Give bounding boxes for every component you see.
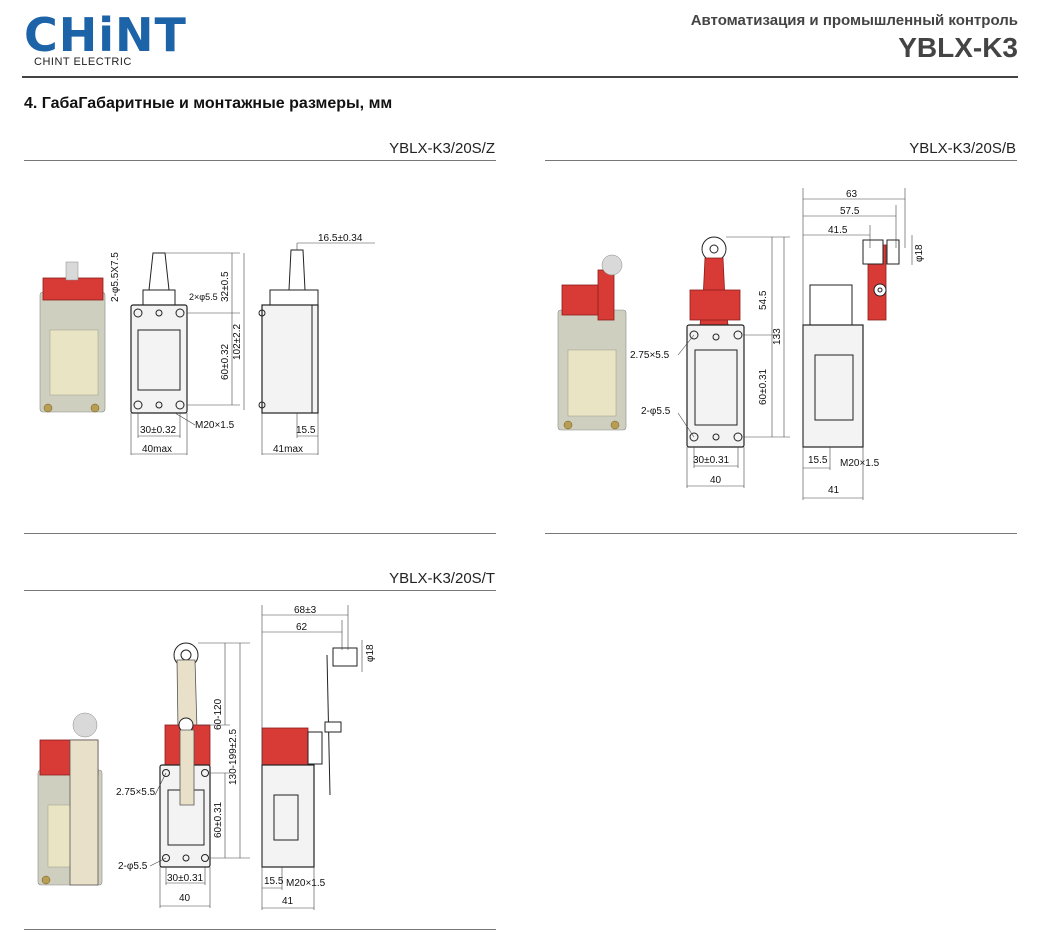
panel-b-front-view	[677, 236, 790, 488]
panel-z-thread: M20×1.5	[195, 420, 235, 431]
panel-z-label: YBLX-K3/20S/Z	[389, 140, 495, 157]
panel-z-plunger-offset: 16.5±0.34	[318, 233, 363, 244]
panel-b-d133: 133	[772, 328, 783, 345]
panel-b-top-rule	[545, 160, 1017, 161]
panel-t-top-rule	[24, 590, 496, 591]
panel-b-roller: φ18	[914, 244, 925, 262]
panel-b-d63: 63	[846, 189, 858, 200]
panel-b-d545: 54.5	[758, 290, 769, 310]
panel-t-hole: 2-φ5.5	[118, 861, 148, 872]
panel-z-total-height: 102±2.2	[232, 323, 243, 360]
panel-b-photo	[557, 254, 627, 431]
panel-t-side-offset: 15.5	[264, 876, 284, 887]
panel-z-bottom-rule	[24, 533, 496, 534]
panel-z-top-hole-dim: 2-φ5.5X7.5	[110, 252, 121, 302]
panel-t-thread: M20×1.5	[286, 878, 326, 889]
panel-t-mount-width: 30±0.31	[167, 873, 204, 884]
panel-t-label: YBLX-K3/20S/T	[389, 570, 495, 587]
panel-t-bottom-rule	[24, 929, 496, 930]
panel-t-photo	[37, 712, 103, 886]
panel-b-bottom-rule	[545, 533, 1017, 534]
logo-subtitle: CHINT ELECTRIC	[34, 56, 132, 68]
panel-b-thread: M20×1.5	[840, 458, 880, 469]
panel-b-d575: 57.5	[840, 206, 860, 217]
panel-b-width-side: 41	[828, 485, 840, 496]
header-divider	[22, 76, 1018, 78]
panel-z-hole-dim: 2×φ5.5	[189, 292, 218, 302]
panel-z-photo	[39, 261, 106, 413]
panel-b-mount-width: 30±0.31	[693, 455, 730, 466]
panel-t-lever-range: 60-120	[213, 698, 224, 730]
panel-z-side-offset: 15.5	[296, 425, 316, 436]
panel-z-width-side: 41max	[273, 444, 303, 455]
panel-t-front-view	[149, 642, 250, 908]
panel-b-label: YBLX-K3/20S/B	[909, 140, 1016, 157]
panel-b-hole: 2-φ5.5	[641, 406, 671, 417]
panel-b-side-view	[802, 188, 913, 500]
panel-t-total-range: 130-199±2.5	[228, 728, 239, 785]
panel-t-slot: 2.75×5.5	[116, 787, 156, 798]
panel-z-mount-height: 60±0.32	[220, 343, 231, 380]
panel-z-top-rule	[24, 160, 496, 161]
panel-z-side-view	[258, 242, 375, 455]
panel-z-front-view	[130, 252, 245, 455]
panel-z-width-front: 40max	[142, 444, 172, 455]
panel-b-width: 40	[710, 475, 722, 486]
section-title: 4. ГабаГабаритные и монтажные размеры, м…	[24, 95, 393, 112]
panel-t-width: 40	[179, 893, 191, 904]
header-category: Автоматизация и промышленный контроль	[690, 12, 1018, 29]
header-model: YBLX-K3	[898, 32, 1018, 63]
chint-logo: CHiNT	[24, 8, 187, 62]
panel-t-mount-height: 60±0.31	[213, 801, 224, 838]
panel-t-width-side: 41	[282, 896, 294, 907]
panel-z-plunger-height: 32±0.5	[220, 271, 231, 302]
panel-t-side-view	[261, 605, 363, 910]
panel-b-slot: 2.75×5.5	[630, 350, 670, 361]
panel-z-mount-width: 30±0.32	[140, 425, 177, 436]
panel-b-mount-height: 60±0.31	[758, 368, 769, 405]
panel-t-d68: 68±3	[294, 605, 317, 616]
panel-t-roller: φ18	[365, 644, 376, 662]
panel-t-d62: 62	[296, 622, 308, 633]
panel-b-side-offset: 15.5	[808, 455, 828, 466]
panel-b-d415: 41.5	[828, 225, 848, 236]
